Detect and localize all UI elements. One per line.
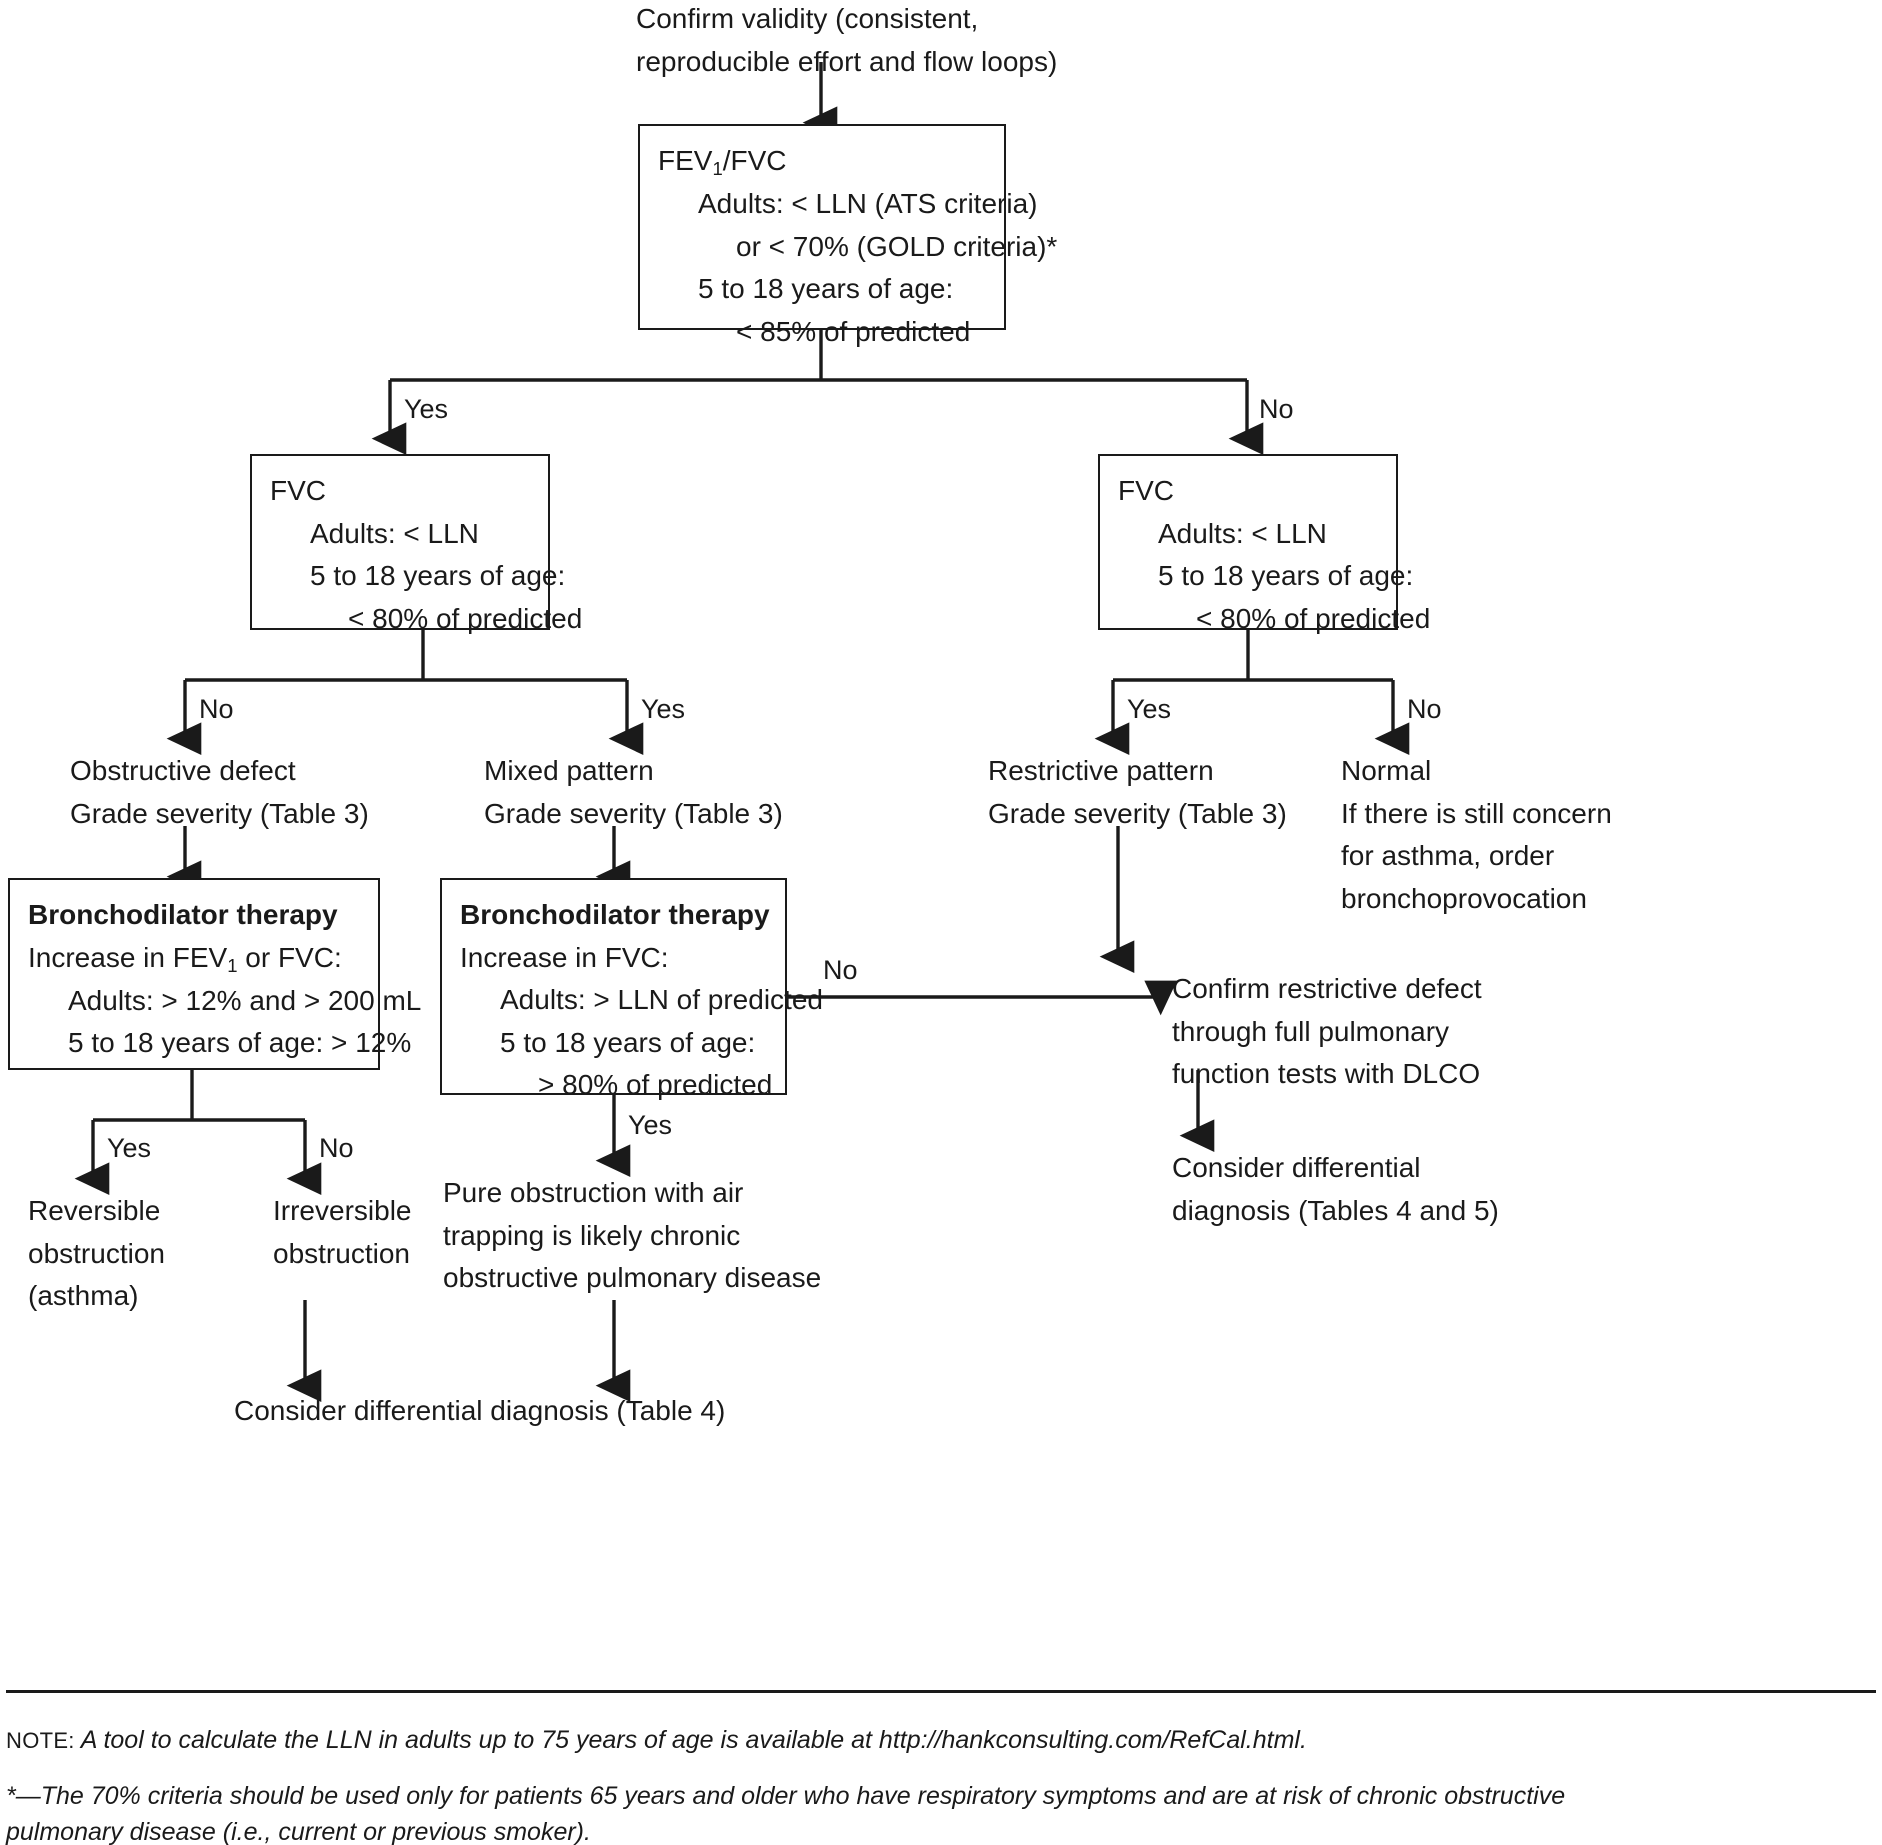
box-fvc-right-line1: Adults: < LLN — [1158, 517, 1327, 549]
outcome-irreversible-line1: Irreversible — [273, 1195, 412, 1226]
outcome-consider-ddx-right-line2: diagnosis (Tables 4 and 5) — [1172, 1194, 1499, 1226]
outcome-consider-ddx-bottom: Consider differential diagnosis (Table 4… — [234, 1390, 934, 1433]
outcome-reversible-line1: Reversible — [28, 1195, 161, 1226]
outcome-normal-line4: bronchoprovocation — [1341, 882, 1587, 914]
outcome-copd: Pure obstruction with air trapping is li… — [443, 1172, 863, 1300]
outcome-obstructive-line1: Obstructive defect — [70, 755, 296, 786]
box-fvc-left-line1: Adults: < LLN — [310, 517, 479, 549]
edge-label-bd-left-yes: Yes — [107, 1133, 152, 1163]
outcome-irreversible-line2: obstruction — [273, 1237, 410, 1269]
outcome-copd-line2: trapping is likely chronic — [443, 1219, 741, 1251]
box-bronchodilator-mid-line2: Adults: > LLN of predicted — [500, 984, 823, 1016]
edge-label-root-no: No — [1259, 394, 1294, 424]
edge-label-left-no: No — [199, 694, 234, 724]
top-prompt: Confirm validity (consistent, reproducib… — [636, 0, 1058, 83]
outcome-normal-line3: for asthma, order — [1341, 840, 1555, 872]
box-fvc-left-line2: 5 to 18 years of age: — [310, 560, 566, 592]
outcome-reversible-line2: obstruction — [28, 1237, 165, 1269]
outcome-consider-ddx-right-line1: Consider differential — [1172, 1152, 1421, 1183]
outcome-confirm-restrictive-line2: through full pulmonary — [1172, 1015, 1450, 1047]
box-fev1-fvc-line1: Adults: < LLN (ATS criteria) — [698, 188, 1038, 220]
outcome-copd-line1: Pure obstruction with air — [443, 1177, 744, 1208]
edge-label-bd-mid-yes: Yes — [628, 1110, 673, 1140]
box-fvc-right-heading: FVC — [1118, 475, 1174, 506]
outcome-consider-ddx-right: Consider differential diagnosis (Tables … — [1172, 1147, 1592, 1232]
box-fev1-fvc-line3: 5 to 18 years of age: — [698, 273, 954, 305]
outcome-mixed: Mixed pattern Grade severity (Table 3) — [484, 750, 864, 835]
footnote-note-text: A tool to calculate the LLN in adults up… — [74, 1726, 1307, 1754]
outcome-reversible: Reversible obstruction (asthma) — [28, 1190, 258, 1318]
top-prompt-line1: Confirm validity (consistent, — [636, 3, 979, 34]
box-fev1-fvc-line2: or < 70% (GOLD criteria)* — [736, 230, 1058, 262]
box-bronchodilator-left[interactable]: Bronchodilator therapy Increase in FEV1 … — [8, 878, 422, 1070]
box-fvc-right-line3: < 80% of predicted — [1196, 602, 1431, 634]
outcome-obstructive: Obstructive defect Grade severity (Table… — [70, 750, 450, 835]
box-fvc-left[interactable]: FVC Adults: < LLN 5 to 18 years of age: … — [250, 454, 582, 634]
outcome-reversible-line3: (asthma) — [28, 1280, 139, 1312]
box-fvc-left-line3: < 80% of predicted — [348, 602, 583, 634]
edge-label-bd-left-no: No — [319, 1133, 354, 1163]
edge-label-left-yes: Yes — [641, 694, 686, 724]
outcome-consider-ddx-bottom-text: Consider differential diagnosis (Table 4… — [234, 1395, 726, 1426]
outcome-mixed-line1: Mixed pattern — [484, 755, 654, 786]
box-bronchodilator-left-line2: Adults: > 12% and > 200 mL — [68, 984, 422, 1016]
edge-label-bd-mid-no: No — [823, 955, 858, 985]
outcome-restrictive-line1: Restrictive pattern — [988, 755, 1214, 786]
box-bronchodilator-left-heading: Bronchodilator therapy — [28, 899, 338, 930]
box-fvc-right[interactable]: FVC Adults: < LLN 5 to 18 years of age: … — [1098, 454, 1430, 634]
outcome-obstructive-line2: Grade severity (Table 3) — [70, 797, 369, 829]
outcome-normal-line2: If there is still concern — [1341, 797, 1612, 829]
box-fev1-fvc[interactable]: FEV1/FVC Adults: < LLN (ATS criteria) or… — [638, 124, 1058, 347]
box-bronchodilator-left-line3: 5 to 18 years of age: > 12% — [68, 1027, 412, 1059]
outcome-irreversible: Irreversible obstruction — [273, 1190, 513, 1275]
edge-label-right-no: No — [1407, 694, 1442, 724]
top-prompt-line2: reproducible effort and flow loops) — [636, 45, 1058, 77]
outcome-confirm-restrictive-line3: function tests with DLCO — [1172, 1058, 1481, 1090]
box-bronchodilator-mid[interactable]: Bronchodilator therapy Increase in FVC: … — [440, 878, 823, 1100]
outcome-restrictive-line2: Grade severity (Table 3) — [988, 797, 1287, 829]
outcome-normal: Normal If there is still concern for ast… — [1341, 750, 1641, 920]
box-bronchodilator-mid-heading: Bronchodilator therapy — [460, 899, 770, 930]
box-bronchodilator-left-line1: Increase in FEV1 or FVC: — [28, 941, 342, 976]
footnote-star-line1: *—The 70% criteria should be used only f… — [6, 1782, 1566, 1810]
outcome-confirm-restrictive: Confirm restrictive defect through full … — [1172, 968, 1572, 1096]
box-fev1-fvc-line4: < 85% of predicted — [736, 315, 971, 347]
footer-divider — [6, 1690, 1876, 1693]
box-bronchodilator-mid-line1: Increase in FVC: — [460, 941, 669, 973]
outcome-normal-line1: Normal — [1341, 755, 1432, 786]
footnote-note: NOTE: A tool to calculate the LLN in adu… — [6, 1722, 1866, 1758]
footnote-note-label: NOTE: — [6, 1728, 75, 1753]
outcome-copd-line3: obstructive pulmonary disease — [443, 1262, 822, 1294]
box-fvc-left-heading: FVC — [270, 475, 326, 506]
box-fev1-fvc-heading: FEV1/FVC — [658, 145, 787, 180]
edge-label-root-yes: Yes — [404, 394, 449, 424]
outcome-restrictive: Restrictive pattern Grade severity (Tabl… — [988, 750, 1368, 835]
box-fvc-right-line2: 5 to 18 years of age: — [1158, 560, 1414, 592]
edge-label-right-yes: Yes — [1127, 694, 1172, 724]
footnote-star: *—The 70% criteria should be used only f… — [6, 1778, 1866, 1845]
outcome-confirm-restrictive-line1: Confirm restrictive defect — [1172, 973, 1482, 1004]
outcome-mixed-line2: Grade severity (Table 3) — [484, 797, 783, 829]
box-bronchodilator-mid-line3: 5 to 18 years of age: — [500, 1026, 756, 1058]
box-bronchodilator-mid-line4: > 80% of predicted — [538, 1069, 773, 1101]
footnote-star-line2: pulmonary disease (i.e., current or prev… — [6, 1818, 591, 1845]
